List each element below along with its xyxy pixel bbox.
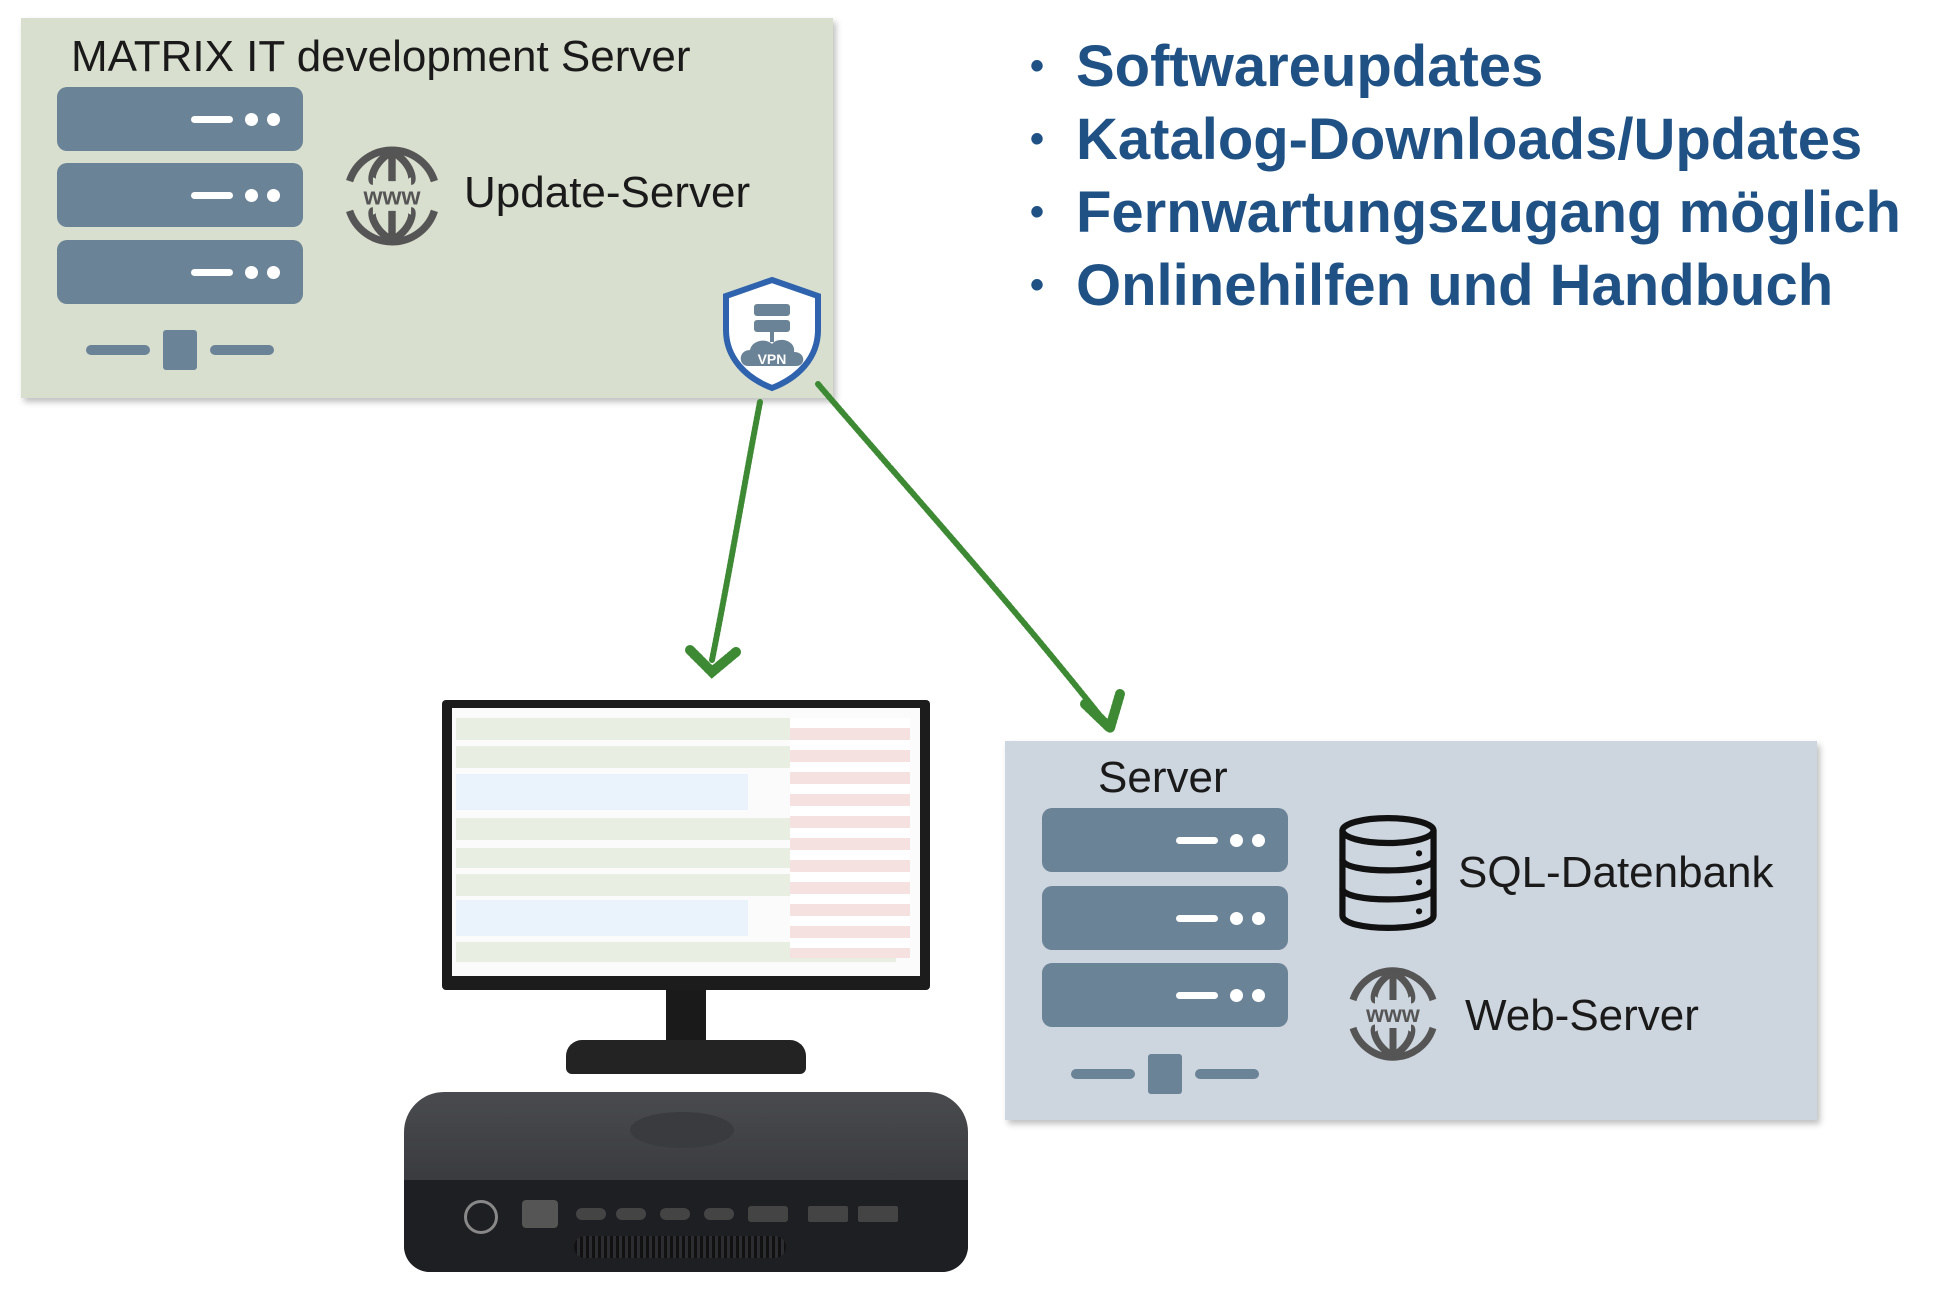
svg-text:www: www [363, 183, 421, 210]
thunderbolt-port-icon [576, 1208, 606, 1220]
monitor-stand [566, 1040, 806, 1074]
monitor-screen [452, 708, 920, 976]
svg-text:VPN: VPN [758, 351, 787, 367]
ethernet-port-icon [522, 1200, 558, 1228]
database-icon [1339, 815, 1437, 931]
server-title: Server [1098, 753, 1228, 802]
hdmi-port-icon [748, 1206, 788, 1222]
thunderbolt-port-icon [616, 1208, 646, 1220]
rack-unit [1042, 886, 1288, 950]
update-server-label: Update-Server [464, 168, 751, 217]
rack-unit [57, 240, 303, 304]
dev-server-panel: MATRIX IT development Server www Update-… [21, 18, 833, 398]
rack-unit [57, 163, 303, 227]
vpn-to-server-arrow [815, 381, 1108, 725]
monitor-neck [666, 990, 706, 1044]
apple-logo-icon [630, 1112, 734, 1148]
rack-unit [57, 87, 303, 151]
rack-unit [1042, 808, 1288, 872]
power-port-icon [464, 1200, 498, 1234]
mac-mini-vent [574, 1236, 786, 1258]
svg-text:www: www [1365, 1001, 1420, 1027]
vpn-to-workstation-arrow [709, 399, 763, 663]
feature-item: •Katalog-Downloads/Updates [1030, 107, 1863, 172]
thunderbolt-port-icon [660, 1208, 690, 1220]
sql-database-label: SQL-Datenbank [1458, 848, 1774, 897]
www-globe-icon: www [1349, 967, 1437, 1061]
feature-item: •Fernwartungszugang möglich [1030, 180, 1901, 245]
usb-port-icon [858, 1206, 898, 1222]
rack-base [86, 330, 276, 370]
feature-list: •Softwareupdates •Katalog-Downloads/Upda… [1030, 30, 1901, 322]
local-server-panel: Server SQL-Datenbank www Web-Server [1005, 741, 1817, 1120]
web-server-label: Web-Server [1465, 991, 1699, 1040]
vpn-shield-icon: VPN [723, 276, 821, 392]
rack-base [1071, 1054, 1261, 1094]
rack-unit [1042, 963, 1288, 1027]
feature-item: •Onlinehilfen und Handbuch [1030, 253, 1834, 318]
thunderbolt-port-icon [704, 1208, 734, 1220]
www-globe-icon: www [346, 146, 438, 246]
feature-item: •Softwareupdates [1030, 34, 1544, 99]
usb-port-icon [808, 1206, 848, 1222]
dev-server-title: MATRIX IT development Server [71, 32, 691, 81]
